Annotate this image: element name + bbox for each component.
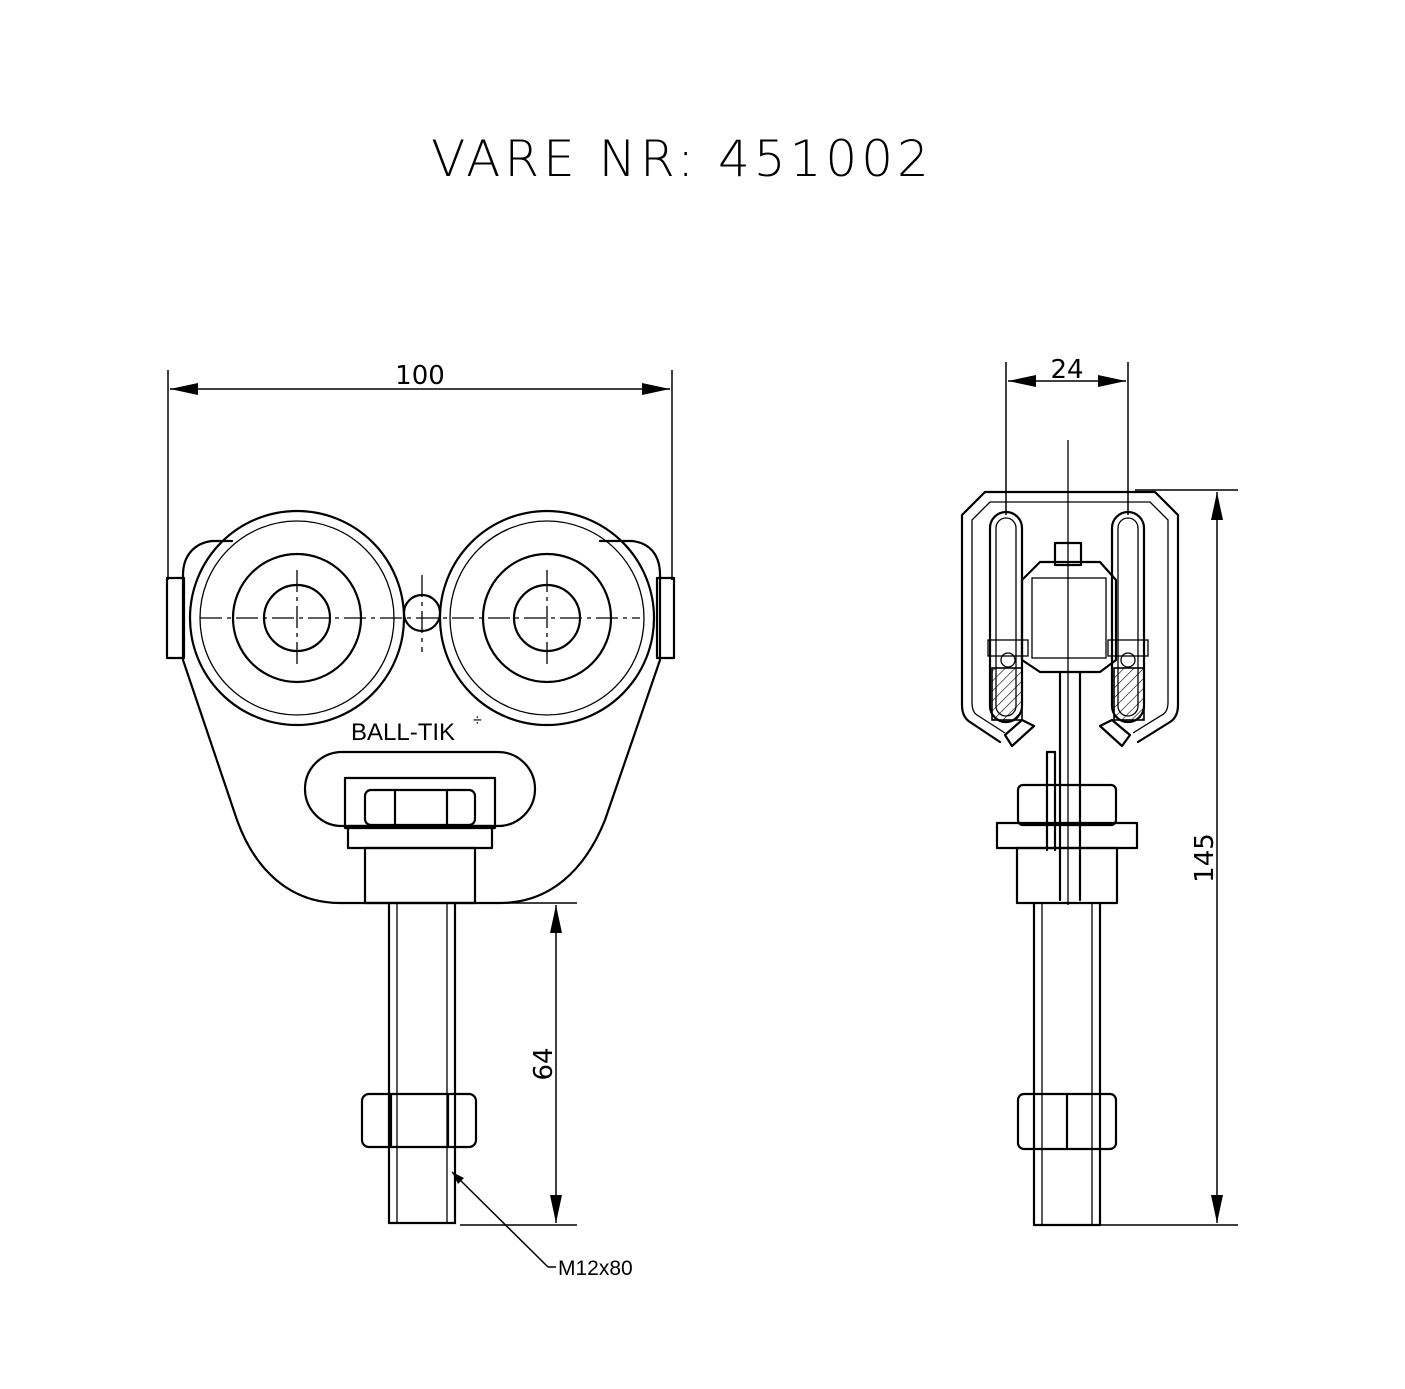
front-view: 100 BALL-TIK ÷ xyxy=(165,361,676,1280)
dimension-width-label: 100 xyxy=(395,361,445,391)
top-hex-nut xyxy=(363,788,477,827)
side-collar xyxy=(1015,846,1119,905)
side-washer xyxy=(995,821,1139,850)
drawing-title: VARE NR: 451002 xyxy=(431,130,933,188)
bolt-collar xyxy=(363,846,477,905)
carrier-body xyxy=(181,539,662,905)
lower-hex-nut xyxy=(360,1092,478,1149)
side-lower-nut xyxy=(1016,1092,1118,1151)
side-bolt-shank xyxy=(1032,901,1102,1227)
axle-housing xyxy=(1020,560,1118,674)
bolt-callout: M12x80 xyxy=(451,1171,633,1280)
brand-label: BALL-TIK xyxy=(351,719,455,746)
left-wheel-section xyxy=(991,667,1023,721)
side-top-nut xyxy=(1016,783,1118,827)
side-housing-inner xyxy=(971,501,1169,734)
right-wheel-section xyxy=(1113,667,1145,721)
dimension-side-width: 24 xyxy=(1005,355,1129,515)
dimension-height: 145 xyxy=(1100,489,1238,1226)
dimension-width: 100 xyxy=(167,361,673,580)
right-flange xyxy=(655,576,676,660)
left-flange xyxy=(165,576,186,660)
dimension-thread-label: 64 xyxy=(529,1047,559,1080)
washer xyxy=(346,824,494,850)
bolt-shank xyxy=(387,901,457,1225)
bolt-callout-label: M12x80 xyxy=(558,1257,633,1280)
side-housing-outer xyxy=(960,490,1180,744)
dimension-side-width-label: 24 xyxy=(1050,355,1083,385)
dimension-thread: 64 xyxy=(460,902,577,1226)
brand-mark: ÷ xyxy=(473,712,482,729)
dimension-height-label: 145 xyxy=(1190,833,1220,883)
side-view: 24 145 xyxy=(960,355,1238,1227)
